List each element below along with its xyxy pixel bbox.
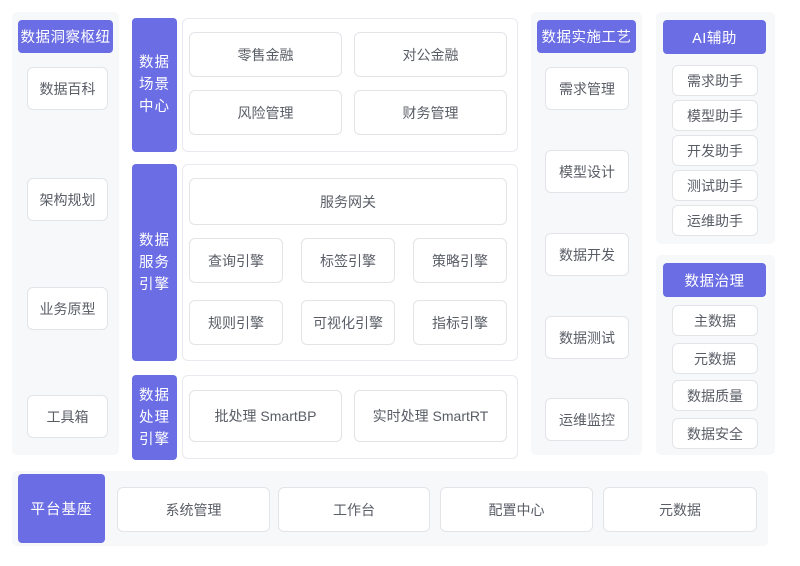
card-business-prototype[interactable]: 业务原型 bbox=[27, 287, 108, 330]
scene-section-label: 数据 场景 中心 bbox=[132, 18, 177, 152]
card-data-wiki[interactable]: 数据百科 bbox=[27, 67, 108, 110]
scene-label-line: 数据 bbox=[139, 55, 170, 71]
card-visualization-engine[interactable]: 可视化引擎 bbox=[301, 300, 395, 345]
card-retail-finance[interactable]: 零售金融 bbox=[189, 32, 342, 77]
ai-panel-title: AI辅助 bbox=[663, 20, 766, 54]
card-ops-assistant[interactable]: 运维助手 bbox=[672, 205, 758, 236]
card-test-assistant[interactable]: 测试助手 bbox=[672, 170, 758, 201]
card-requirement-management[interactable]: 需求管理 bbox=[545, 67, 629, 110]
scene-label-line: 场景 bbox=[139, 77, 170, 93]
card-data-development[interactable]: 数据开发 bbox=[545, 233, 629, 276]
scene-label-line: 中心 bbox=[139, 99, 170, 115]
card-corporate-finance[interactable]: 对公金融 bbox=[354, 32, 507, 77]
card-rule-engine[interactable]: 规则引擎 bbox=[189, 300, 283, 345]
card-batch-smartbp[interactable]: 批处理 SmartBP bbox=[189, 390, 342, 442]
card-system-management[interactable]: 系统管理 bbox=[117, 487, 270, 532]
card-data-quality[interactable]: 数据质量 bbox=[672, 380, 758, 411]
service-section-label: 数据 服务 引擎 bbox=[132, 164, 177, 361]
card-dev-assistant[interactable]: 开发助手 bbox=[672, 135, 758, 166]
card-realtime-smartrt[interactable]: 实时处理 SmartRT bbox=[354, 390, 507, 442]
card-finance-management[interactable]: 财务管理 bbox=[354, 90, 507, 135]
card-architecture-planning[interactable]: 架构规划 bbox=[27, 178, 108, 221]
processing-label-line: 处理 bbox=[139, 409, 170, 426]
insight-panel-title: 数据洞察枢纽 bbox=[18, 20, 113, 53]
card-data-testing[interactable]: 数据测试 bbox=[545, 316, 629, 359]
service-label-line: 引擎 bbox=[139, 276, 170, 293]
processing-section-label: 数据 处理 引擎 bbox=[132, 375, 177, 460]
card-strategy-engine[interactable]: 策略引擎 bbox=[413, 238, 507, 283]
platform-title-plate: 平台基座 bbox=[18, 474, 105, 543]
card-ops-monitoring[interactable]: 运维监控 bbox=[545, 398, 629, 441]
processing-label-line: 数据 bbox=[139, 387, 170, 404]
card-requirement-assistant[interactable]: 需求助手 bbox=[672, 65, 758, 96]
card-query-engine[interactable]: 查询引擎 bbox=[189, 238, 283, 283]
card-data-security[interactable]: 数据安全 bbox=[672, 418, 758, 449]
card-risk-management[interactable]: 风险管理 bbox=[189, 90, 342, 135]
card-toolbox[interactable]: 工具箱 bbox=[27, 395, 108, 438]
card-platform-metadata[interactable]: 元数据 bbox=[603, 487, 757, 532]
card-metadata[interactable]: 元数据 bbox=[672, 343, 758, 374]
card-master-data[interactable]: 主数据 bbox=[672, 305, 758, 336]
card-tag-engine[interactable]: 标签引擎 bbox=[301, 238, 395, 283]
service-label-line: 服务 bbox=[139, 254, 170, 271]
service-label-line: 数据 bbox=[139, 232, 170, 249]
governance-panel-title: 数据治理 bbox=[663, 263, 766, 297]
implementation-panel-title: 数据实施工艺 bbox=[537, 20, 636, 53]
card-workbench[interactable]: 工作台 bbox=[278, 487, 430, 532]
processing-label-line: 引擎 bbox=[139, 431, 170, 448]
card-service-gateway[interactable]: 服务网关 bbox=[189, 178, 507, 225]
card-model-assistant[interactable]: 模型助手 bbox=[672, 100, 758, 131]
card-model-design[interactable]: 模型设计 bbox=[545, 150, 629, 193]
card-metric-engine[interactable]: 指标引擎 bbox=[413, 300, 507, 345]
card-config-center[interactable]: 配置中心 bbox=[440, 487, 593, 532]
